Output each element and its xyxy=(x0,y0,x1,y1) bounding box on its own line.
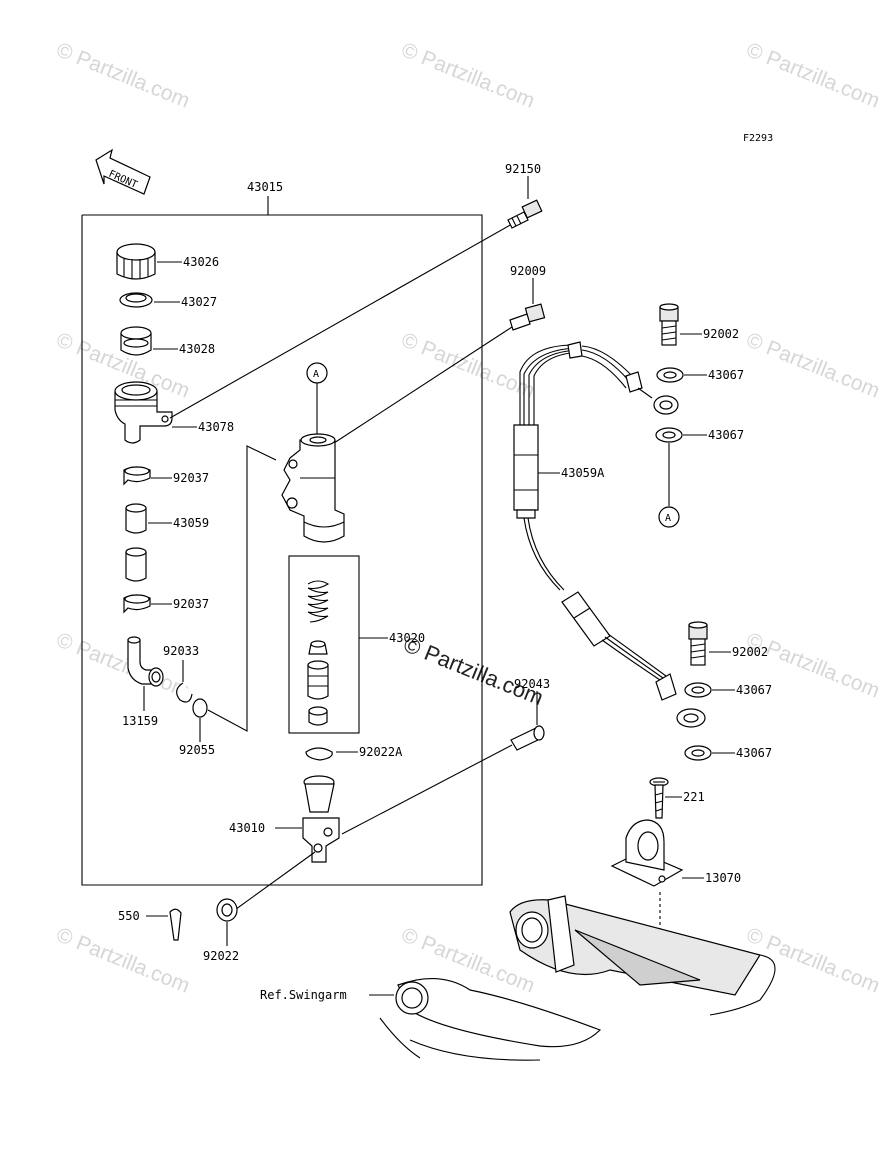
leader-washer xyxy=(231,851,316,913)
label-92022A: 92022A xyxy=(359,745,403,759)
banjo-bolt-lower xyxy=(688,621,708,666)
leader-92009 xyxy=(333,326,513,444)
o-ring xyxy=(192,698,208,718)
assembly-box xyxy=(81,196,483,886)
clevis-pin xyxy=(510,725,545,751)
label-92150: 92150 xyxy=(505,162,541,176)
label-43059A: 43059A xyxy=(561,466,605,480)
label-43026: 43026 xyxy=(183,255,219,269)
watermark: © Partzilla.com xyxy=(743,38,883,112)
bolt-92009 xyxy=(509,303,546,331)
label-221: 221 xyxy=(683,790,705,804)
label-43010: 43010 xyxy=(229,821,265,835)
piston-kit-box xyxy=(288,555,360,734)
watermark: © Partzilla.com xyxy=(398,328,538,402)
leader-92150 xyxy=(169,223,513,419)
label-43067-4: 43067 xyxy=(736,746,772,760)
diaphragm xyxy=(120,326,152,356)
label-92043: 92043 xyxy=(514,677,550,691)
pushrod xyxy=(302,775,340,863)
front-arrow-icon: FRONT xyxy=(95,148,151,195)
label-43067-3: 43067 xyxy=(736,683,772,697)
watermark: © Partzilla.com xyxy=(398,38,538,112)
watermark: © Partzilla.com xyxy=(53,923,193,997)
label-92037-lower: 92037 xyxy=(173,597,209,611)
watermark: © Partzilla.com xyxy=(743,923,883,997)
screw xyxy=(649,777,669,819)
label-92002-upper: 92002 xyxy=(703,327,739,341)
label-43059: 43059 xyxy=(173,516,209,530)
leader-92043 xyxy=(341,744,513,835)
banjo-bolt-upper xyxy=(659,303,679,346)
callout-a-right-letter: A xyxy=(665,513,671,524)
gasket-1 xyxy=(656,367,684,383)
label-43020: 43020 xyxy=(389,631,425,645)
label-92033: 92033 xyxy=(163,644,199,658)
hose-clamp-lower xyxy=(123,594,151,614)
label-43027: 43027 xyxy=(181,295,217,309)
callout-a-right xyxy=(658,506,680,528)
hose-guide xyxy=(610,819,684,887)
gasket-2 xyxy=(655,427,683,443)
label-43067-2: 43067 xyxy=(708,428,744,442)
label-43067-1: 43067 xyxy=(708,368,744,382)
callout-a-top-letter: A xyxy=(313,369,319,380)
hose-fitting xyxy=(127,636,164,687)
reservoir xyxy=(114,381,173,444)
circlip-main xyxy=(305,747,333,761)
label-43078: 43078 xyxy=(198,420,234,434)
label-13159: 13159 xyxy=(122,714,158,728)
master-cylinder-body xyxy=(281,433,345,543)
label-43015: 43015 xyxy=(247,180,283,194)
gasket-4 xyxy=(684,745,712,761)
gasket-3 xyxy=(684,682,712,698)
ref-swingarm-label: Ref.Swingarm xyxy=(260,988,347,1002)
label-92022: 92022 xyxy=(203,949,239,963)
reservoir-cap xyxy=(116,243,156,280)
label-92002-lower: 92002 xyxy=(732,645,768,659)
watermark: © Partzilla.com xyxy=(53,38,193,112)
diagram-code: F2293 xyxy=(743,133,773,144)
label-43028: 43028 xyxy=(179,342,215,356)
label-550: 550 xyxy=(118,909,140,923)
piston-kit xyxy=(307,580,330,726)
watermark: © Partzilla.com xyxy=(53,628,193,702)
label-92037-upper: 92037 xyxy=(173,471,209,485)
label-92055: 92055 xyxy=(179,743,215,757)
brake-hose xyxy=(513,341,706,728)
watermark: © Partzilla.com xyxy=(743,328,883,402)
bolt-92150 xyxy=(507,199,543,229)
leader-oring-master xyxy=(207,445,277,732)
circlip-fitting xyxy=(176,682,193,703)
label-92009: 92009 xyxy=(510,264,546,278)
cotter-pin xyxy=(169,908,182,941)
hose-clamp-upper xyxy=(123,466,151,486)
reservoir-plate xyxy=(119,292,153,308)
hose xyxy=(125,503,147,582)
swingarm xyxy=(379,895,776,1061)
label-13070: 13070 xyxy=(705,871,741,885)
